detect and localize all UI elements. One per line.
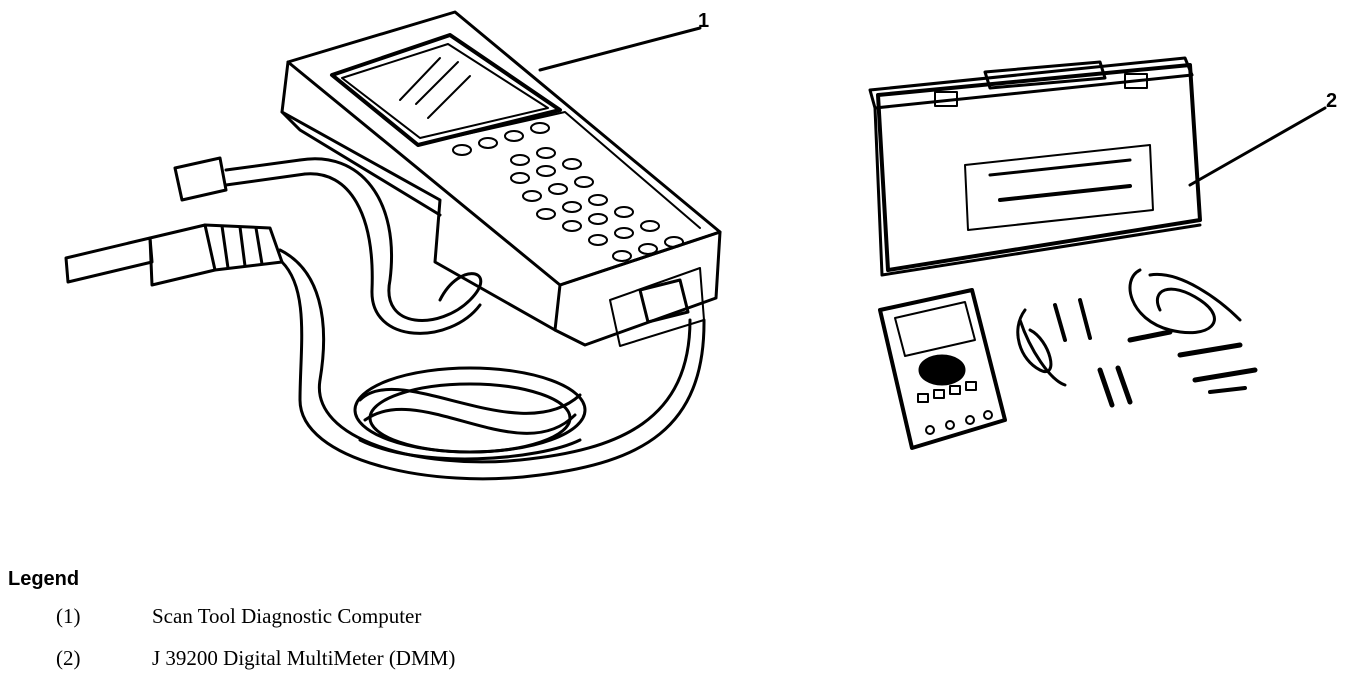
- leader-line-2: [1188, 106, 1327, 187]
- case-handle: [983, 60, 1107, 90]
- multimeter-display: [894, 301, 976, 357]
- alligator-clip-1: [1177, 342, 1243, 358]
- leader-line-1: [538, 26, 702, 72]
- legend-item-number: (1): [56, 604, 81, 628]
- scan-tool-keypad: [452, 122, 684, 262]
- carrying-case: [876, 63, 1202, 272]
- multimeter: [878, 288, 1007, 450]
- legend-item-text: Scan Tool Diagnostic Computer: [152, 604, 422, 628]
- legend-item-number: (2): [56, 646, 81, 670]
- case-label: [964, 144, 1154, 231]
- dmm-kit-illustration: [868, 56, 1327, 450]
- scan-tool-screen: [330, 33, 562, 147]
- lead-set: [1128, 268, 1216, 335]
- cable-1: [298, 157, 483, 322]
- scan-tool-illustration: [64, 10, 722, 481]
- round-connector: [173, 156, 228, 202]
- probe-1: [1053, 303, 1067, 342]
- scan-tool-body-side: [280, 60, 562, 332]
- callout-1: 1: [698, 10, 710, 32]
- scan-tool-connector: [638, 278, 690, 324]
- legend-title: Legend: [8, 568, 80, 590]
- scan-tool-body-front: [553, 230, 722, 347]
- multimeter-dial: [918, 354, 966, 386]
- alligator-clip-2: [1192, 367, 1258, 383]
- callout-2: 2: [1326, 90, 1338, 112]
- test-lead-coil: [1016, 308, 1053, 374]
- legend-item-text: J 39200 Digital MultiMeter (DMM): [152, 646, 456, 670]
- probe-2: [1078, 298, 1092, 340]
